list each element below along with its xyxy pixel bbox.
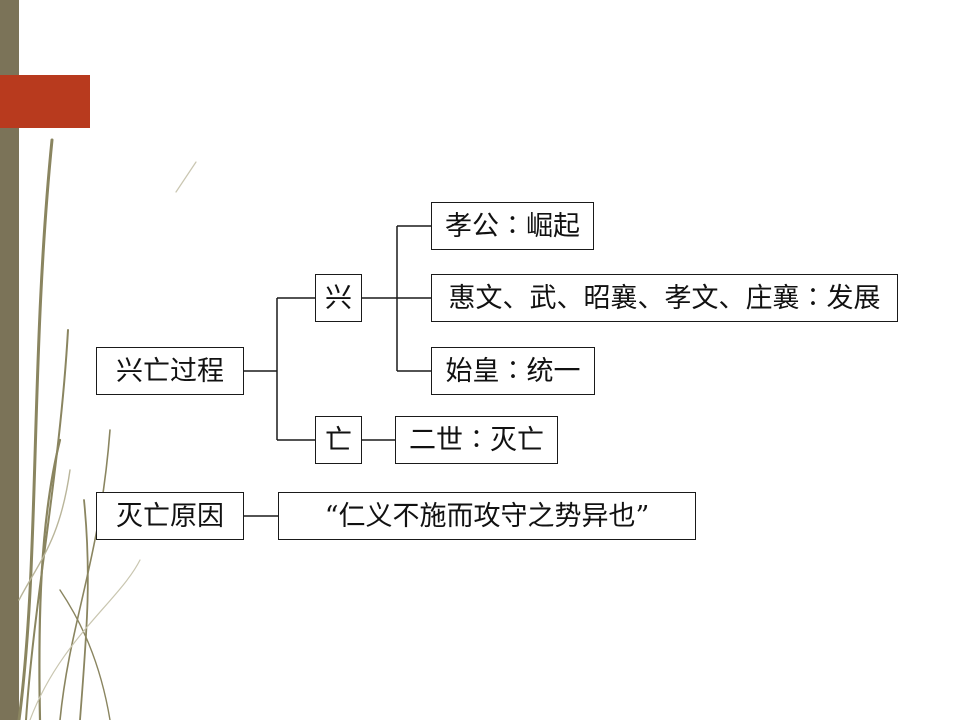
node-rise-fall-process: 兴亡过程: [96, 347, 244, 395]
node-rise-item-2: 惠文、武、昭襄、孝文、庄襄∶发展: [431, 274, 898, 322]
grass-decoration: [17, 138, 197, 720]
node-rise-item-1: 孝公∶崛起: [431, 202, 594, 250]
node-fall-item: 二世∶灭亡: [395, 416, 558, 464]
side-bar: [0, 0, 19, 720]
node-fall: 亡: [315, 416, 362, 464]
accent-block: [0, 75, 90, 128]
node-rise: 兴: [315, 274, 362, 322]
node-fall-causes: 灭亡原因: [96, 492, 244, 540]
node-cause-text: “仁义不施而攻守之势异也”: [278, 492, 696, 540]
node-rise-item-3: 始皇∶统一: [431, 347, 595, 395]
